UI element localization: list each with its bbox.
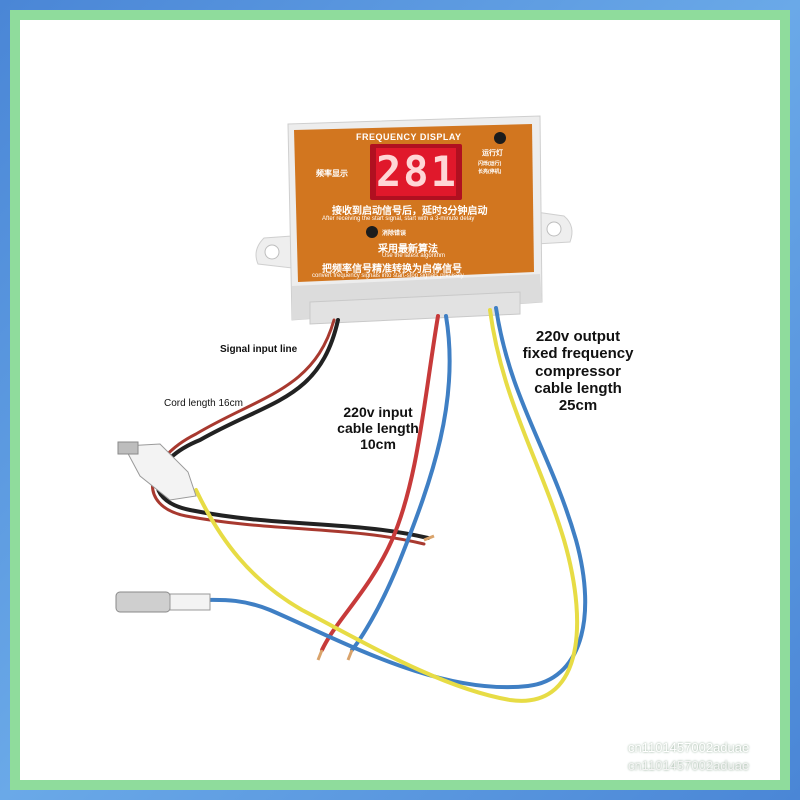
product-photo: FREQUENCY DISPLAY 281 频率显示 运行灯 闪烁(运行) 长亮… (20, 20, 780, 780)
convert-text-cn: 把频率信号精准转换为启停信号 (322, 264, 462, 275)
run-indicator-sub2: 长亮(停机) (478, 169, 502, 175)
delay-text-en: After receiving the start signal, start … (322, 216, 475, 222)
spade-connector-upper (117, 441, 197, 501)
led-display (376, 148, 456, 196)
wire-tip-red (316, 649, 324, 661)
reset-button-dot (366, 226, 378, 238)
wires (150, 306, 588, 703)
wire-blue-output (198, 306, 588, 690)
run-indicator-label: 运行灯 (482, 150, 503, 157)
front-panel (294, 124, 534, 282)
signal-input-label: Signal input line (220, 344, 298, 355)
display-digits: 281 (376, 147, 458, 196)
wire-blue-input (350, 314, 452, 652)
panel-title: FREQUENCY DISPLAY (356, 132, 462, 142)
wire-tip-blue (346, 649, 354, 661)
watermark-line-1: cn1101457002aduae (628, 740, 750, 755)
convert-text-en: convert frequency signals into start-sto… (312, 273, 464, 279)
wire-red-input (320, 314, 440, 652)
wire-yellow-output (194, 308, 580, 703)
cord-length-label: Cord length 16cm (164, 398, 243, 409)
algo-text-cn: 采用最新算法 (378, 244, 438, 255)
mounting-ear-left (255, 235, 293, 269)
run-indicator-led (494, 132, 506, 144)
algo-text-en: Use the latest algorithm (382, 253, 446, 259)
display-label: 频率显示 (316, 169, 348, 178)
input-220-label: 220v input cable length 10cm (337, 404, 419, 453)
reset-button-label: 消除错误 (382, 231, 407, 237)
watermark-line-2: cn1101457002aduae (628, 758, 750, 773)
spade-connector-lower (115, 591, 211, 613)
product-illustration (115, 115, 588, 703)
terminal-strip (309, 291, 521, 325)
output-220-label: 220v output fixed frequency compressor c… (522, 328, 634, 414)
wire-tip-signal (423, 534, 435, 542)
delay-text-cn: 接收到启动信号后，延时3分钟启动 (332, 206, 488, 217)
mounting-ear-right (535, 211, 573, 245)
run-indicator-sub1: 闪烁(运行) (478, 161, 502, 167)
